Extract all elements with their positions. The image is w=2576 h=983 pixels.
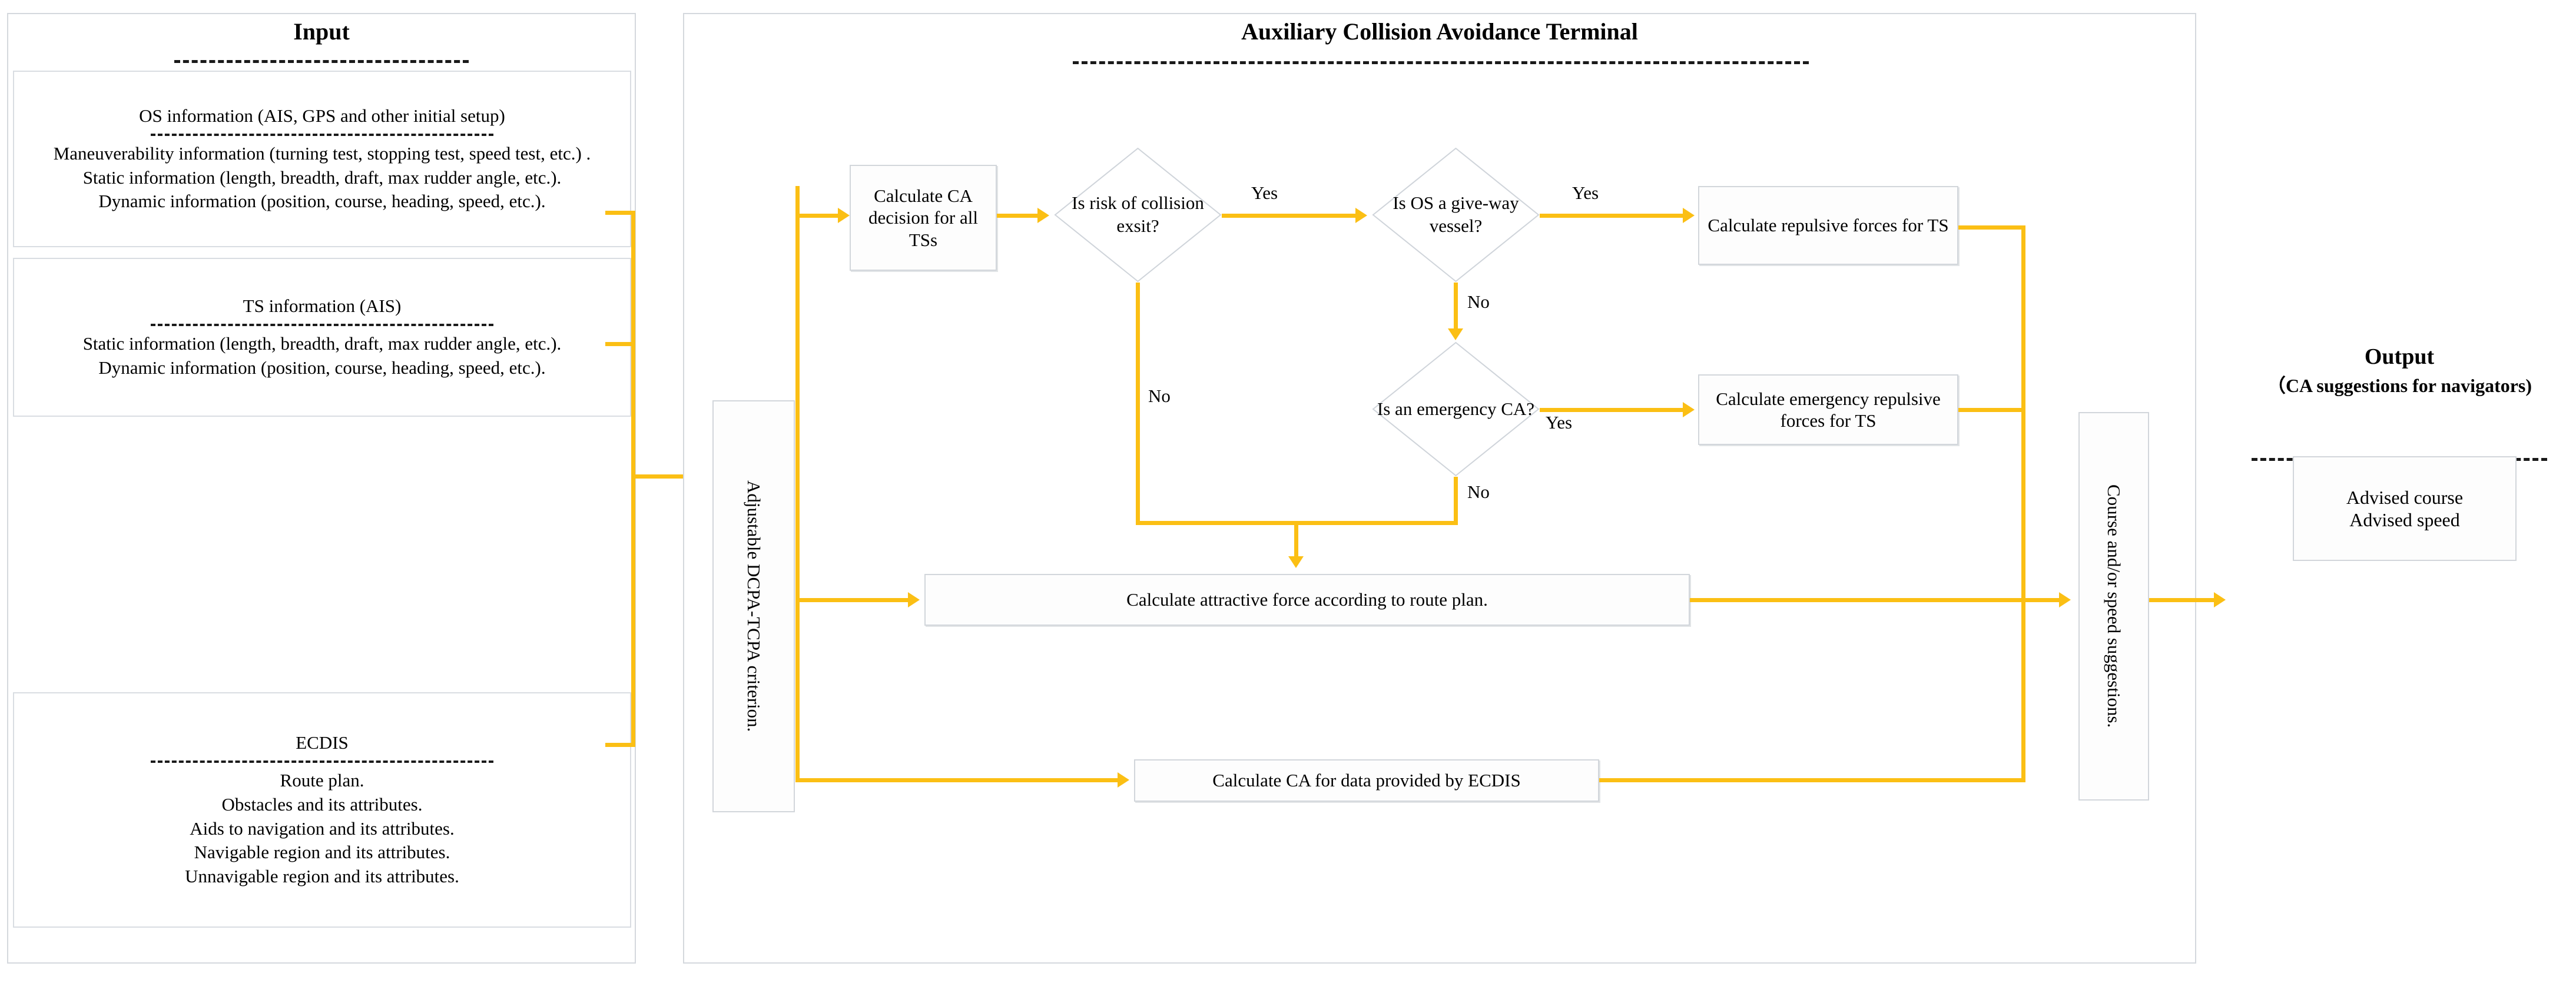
edge-merge-to-suggestions (2021, 598, 2061, 602)
input-panel-title: Input (293, 18, 350, 45)
input-box-os-body: Maneuverability information (turning tes… (53, 142, 591, 212)
terminal-panel-title: Auxiliary Collision Avoidance Terminal (1241, 18, 1638, 45)
decision-is-emergency-ca-label: Is an emergency CA? (1377, 398, 1535, 419)
edge-ecdisca-out (1599, 778, 2025, 782)
diamond-shape-giveway (1372, 147, 1540, 283)
node-calculate-ca-ecdis-label: Calculate CA for data provided by ECDIS (1212, 770, 1521, 791)
adjustable-dcpa-tcpa-criterion-box: Adjustable DCPA-TCPA criterion. (712, 400, 795, 812)
node-calculate-attractive-force: Calculate attractive force according to … (924, 574, 1690, 626)
output-panel-title: Output (2364, 344, 2435, 369)
input-box-ts-divider (151, 324, 493, 327)
edge-label-risk-no: No (1148, 386, 1171, 406)
edge-emergency-no-down (1454, 477, 1458, 525)
edge-emergency-repulsive-out (1958, 408, 2025, 412)
decision-is-risk-of-collision-label: Is risk of collision exsit? (1072, 192, 1204, 236)
edge-giveway-no-down (1454, 283, 1458, 330)
arrow-criterion-to-attractive (908, 592, 920, 607)
node-calculate-ca-decision-label: Calculate CA decision for all TSs (868, 185, 978, 250)
diamond-shape-emergency (1372, 341, 1540, 477)
course-speed-suggestions-label: Course and/or speed suggestions. (2104, 484, 2124, 728)
edge-criterion-to-ecdisca (795, 778, 1120, 782)
input-box-ts-header: TS information (AIS) (243, 295, 402, 317)
edge-giveway-yes-to-repulsive (1540, 214, 1686, 218)
edge-suggestions-to-output (2149, 598, 2216, 602)
edge-emergency-yes-to-repulsive (1540, 408, 1686, 412)
edge-label-giveway-yes: Yes (1572, 182, 1599, 203)
node-calculate-repulsive-forces: Calculate repulsive forces for TS (1698, 186, 1958, 265)
decision-is-emergency-ca: Is an emergency CA? (1372, 341, 1540, 477)
input-box-ts-information: TS information (AIS) Static information … (13, 258, 631, 417)
input-title-divider (174, 60, 469, 63)
input-box-os-information: OS information (AIS, GPS and other initi… (13, 71, 631, 247)
edge-ts-stub (605, 342, 635, 346)
input-box-os-header: OS information (AIS, GPS and other initi… (139, 105, 505, 126)
input-box-ts-body: Static information (length, breadth, dra… (82, 333, 562, 378)
node-calculate-ca-ecdis: Calculate CA for data provided by ECDIS (1134, 759, 1599, 802)
edge-ecdis-stub (605, 743, 635, 747)
node-calculate-emergency-repulsive-forces: Calculate emergency repulsive forces for… (1698, 374, 1958, 445)
edge-input-to-criterion (631, 474, 696, 479)
decision-is-os-giveway-label: Is OS a give-way vessel? (1393, 192, 1519, 236)
edge-label-emergency-yes: Yes (1546, 412, 1573, 433)
output-panel-subtitle: （CA suggestions for navigators) (2266, 375, 2532, 397)
arrow-criterion-to-ecdisca (1118, 772, 1129, 788)
edge-calcdecision-to-risk (997, 214, 1041, 218)
arrow-risk-yes-to-giveway (1355, 208, 1367, 223)
arrow-criterion-to-calcdecision (838, 208, 850, 223)
edge-risk-yes-to-giveway (1222, 214, 1358, 218)
edge-right-merge-spine (2021, 225, 2025, 782)
input-box-ecdis-body: Route plan. Obstacles and its attributes… (185, 769, 459, 887)
decision-is-os-giveway: Is OS a give-way vessel? (1372, 147, 1540, 283)
edge-label-risk-yes: Yes (1251, 182, 1278, 203)
output-result-box: Advised course Advised speed (2293, 456, 2517, 561)
edge-merge-down-to-attractive (1294, 521, 1298, 557)
edge-criterion-to-calcdecision (795, 214, 841, 218)
node-calculate-ca-decision: Calculate CA decision for all TSs (850, 165, 997, 271)
node-calculate-attractive-force-label: Calculate attractive force according to … (1126, 589, 1488, 610)
arrow-calcdecision-to-risk (1037, 208, 1049, 223)
edge-os-stub (605, 211, 635, 215)
decision-is-risk-of-collision: Is risk of collision exsit? (1054, 147, 1222, 283)
node-calculate-repulsive-forces-label: Calculate repulsive forces for TS (1708, 215, 1949, 236)
edge-label-giveway-no: No (1467, 291, 1490, 312)
input-box-ecdis: ECDIS Route plan. Obstacles and its attr… (13, 692, 631, 928)
adjustable-dcpa-tcpa-criterion-label: Adjustable DCPA-TCPA criterion. (744, 480, 764, 732)
arrow-giveway-yes-to-repulsive (1683, 208, 1695, 223)
arrow-emergency-yes-to-repulsive (1683, 402, 1695, 417)
output-result-label: Advised course Advised speed (2346, 486, 2464, 530)
diamond-shape-risk (1054, 147, 1222, 283)
input-box-ecdis-header: ECDIS (296, 732, 349, 753)
node-calculate-emergency-repulsive-forces-label: Calculate emergency repulsive forces for… (1716, 388, 1941, 431)
arrow-suggestions-to-output (2214, 592, 2226, 607)
edge-risk-no-down (1136, 283, 1140, 525)
course-speed-suggestions-box: Course and/or speed suggestions. (2078, 412, 2149, 801)
arrow-merge-to-attractive (1288, 556, 1304, 568)
arrow-giveway-no-down (1448, 328, 1463, 340)
terminal-title-divider (1073, 61, 1809, 64)
input-box-ecdis-divider (151, 760, 493, 763)
arrow-merge-to-suggestions (2059, 592, 2071, 607)
edge-criterion-spine (795, 186, 800, 782)
edge-label-emergency-no: No (1467, 481, 1490, 502)
input-box-os-divider (151, 133, 493, 136)
edge-attractive-out (1690, 598, 2025, 602)
edge-criterion-to-attractive (795, 598, 910, 602)
edge-input-spine (631, 211, 635, 747)
edge-repulsive-out (1958, 225, 2025, 230)
